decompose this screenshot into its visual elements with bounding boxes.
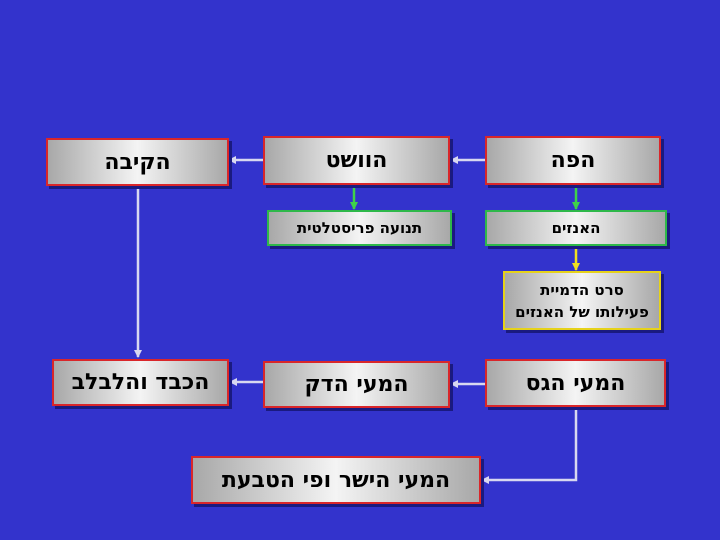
node-film-line2: פעילותו של האנזים bbox=[515, 302, 649, 321]
node-duodenum: המעי הגס bbox=[485, 359, 666, 407]
node-film-line1: סרט הדמיית bbox=[540, 280, 624, 299]
node-stomach: הקיבה bbox=[46, 138, 229, 186]
node-mouth-label: הפה bbox=[550, 148, 596, 173]
node-peristalsis-label: תנועה פריסטלטית bbox=[296, 219, 423, 237]
node-film: סרט הדמיית פעילותו של האנזים bbox=[503, 271, 661, 330]
node-small-intestine: המעי הדק bbox=[263, 361, 450, 408]
node-enzymes: האנזים bbox=[485, 210, 667, 246]
node-esophagus: הוושט bbox=[263, 136, 450, 185]
node-liver-pancreas: הכבד והלבלב bbox=[52, 359, 229, 406]
node-stomach-label: הקיבה bbox=[104, 149, 171, 175]
node-peristalsis: תנועה פריסטלטית bbox=[267, 210, 452, 246]
node-duodenum-label: המעי הגס bbox=[525, 370, 626, 396]
node-liver-pancreas-label: הכבד והלבלב bbox=[71, 370, 210, 395]
node-rectum: המעי הישר ופי הטבעת bbox=[191, 456, 481, 504]
node-esophagus-label: הוושט bbox=[325, 148, 388, 173]
node-small-intestine-label: המעי הדק bbox=[304, 372, 409, 397]
node-rectum-label: המעי הישר ופי הטבעת bbox=[221, 467, 451, 493]
node-enzymes-label: האנזים bbox=[551, 219, 601, 237]
arrow-duodenum-to-rectum bbox=[481, 408, 578, 484]
node-mouth: הפה bbox=[485, 136, 661, 185]
